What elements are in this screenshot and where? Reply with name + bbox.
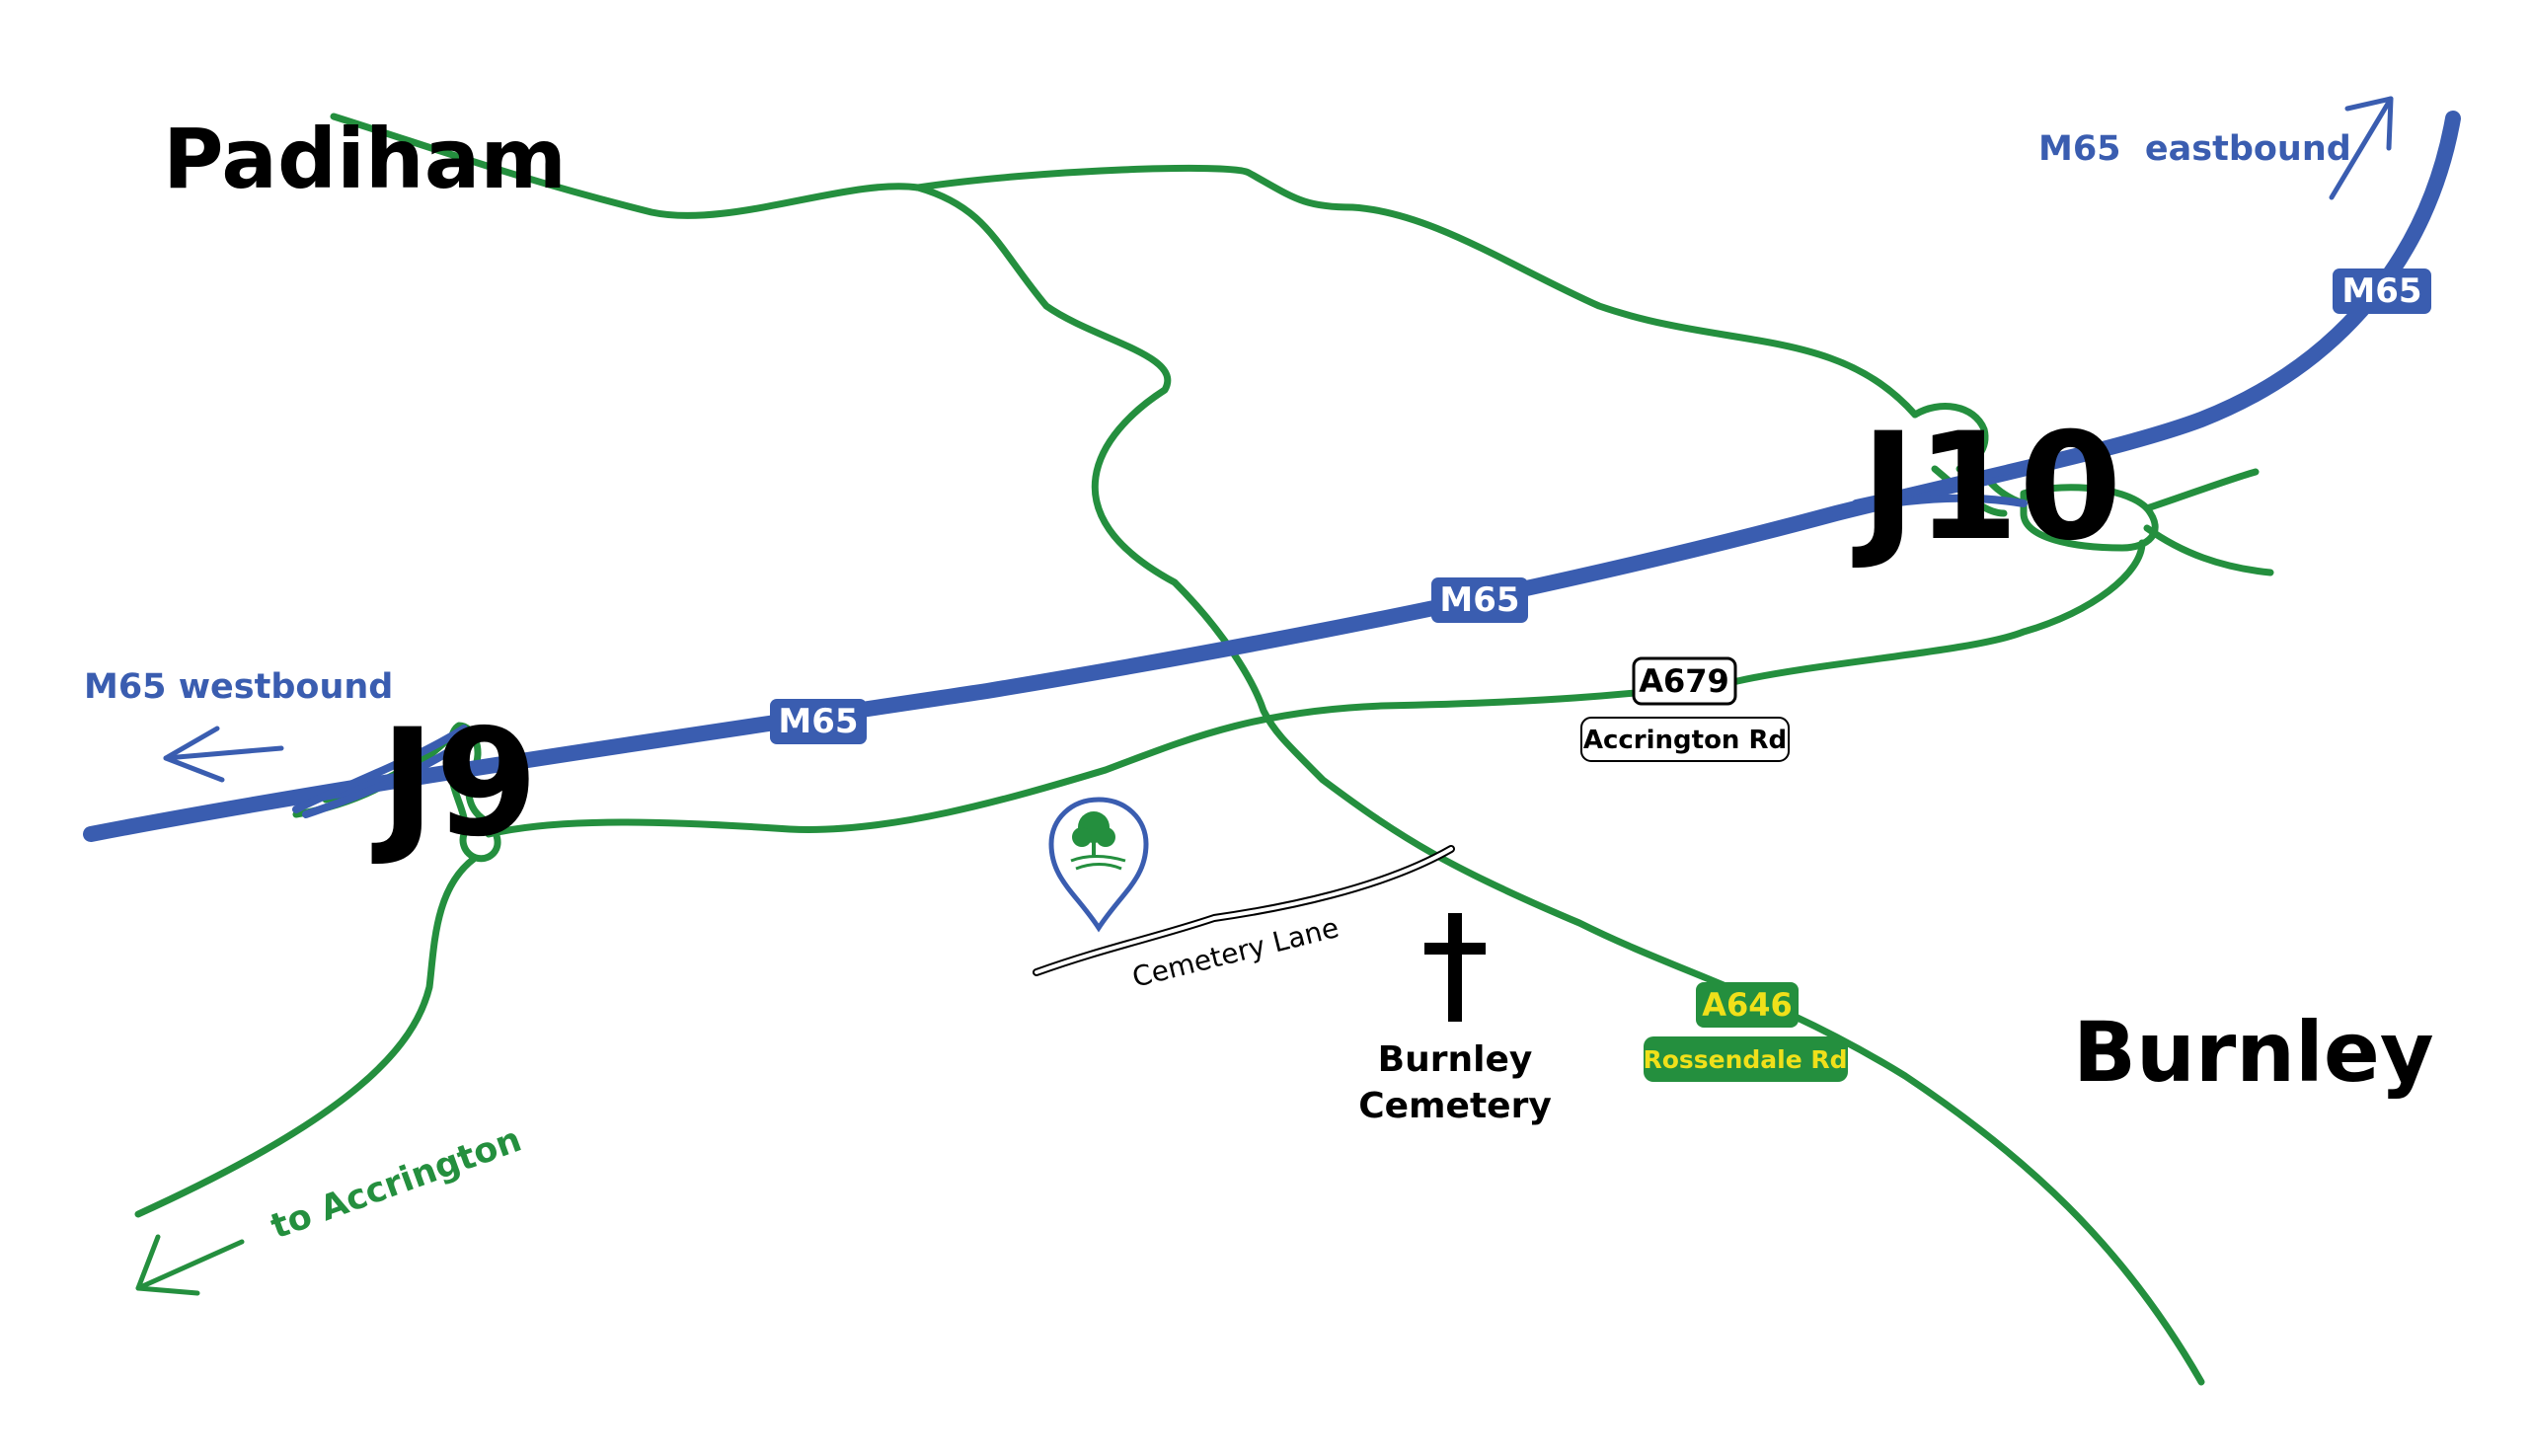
- cemetery-lane-label: Cemetery Lane: [1129, 911, 1342, 994]
- place-padiham: Padiham: [163, 111, 567, 207]
- cemetery-label-line2: Cemetery: [1358, 1086, 1552, 1126]
- label-m65-westbound: M65 westbound: [84, 667, 393, 707]
- location-pin-tree-icon: [1048, 797, 1149, 933]
- j10-loop-south: [2020, 484, 2159, 552]
- m65-shield-central: M65: [1431, 577, 1528, 623]
- arrow-eastbound-icon: [2329, 96, 2394, 200]
- m65-main: [83, 111, 2461, 842]
- svg-text:A679: A679: [1639, 662, 1729, 700]
- m65-shield-west: M65: [770, 699, 867, 744]
- road-a646: [914, 184, 2205, 1386]
- j10-east-lower: [2143, 524, 2274, 576]
- cemetery-lane-inner: [1035, 847, 1453, 974]
- m65-shield-east: M65: [2333, 268, 2431, 314]
- svg-text:A646: A646: [1702, 986, 1793, 1024]
- svg-text:M65: M65: [778, 702, 858, 741]
- m65-j10-slips: [1832, 460, 2047, 517]
- label-m65-eastbound: M65 eastbound: [2038, 129, 2351, 169]
- j10-east-upper: [2143, 468, 2260, 512]
- svg-text:M65: M65: [2341, 271, 2421, 311]
- road-to-accrington: [134, 855, 478, 1218]
- svg-text:M65: M65: [1439, 580, 1519, 620]
- m65-j9-slips: [292, 725, 468, 818]
- road-padiham-west: [330, 113, 922, 219]
- svg-text:Accrington Rd: Accrington Rd: [1583, 726, 1787, 755]
- arrow-accrington-icon: [135, 1234, 245, 1296]
- a646-shield: A646 Rossendale Rd: [1643, 982, 1848, 1082]
- junction-j9: J9: [371, 698, 538, 870]
- road-a679: [485, 539, 2146, 838]
- a679-shield: A679 Accrington Rd: [1580, 656, 1790, 762]
- place-burnley: Burnley: [2073, 1004, 2434, 1101]
- svg-text:Rossendale Rd: Rossendale Rd: [1643, 1045, 1847, 1074]
- arrow-westbound-icon: [163, 726, 284, 783]
- cross-icon: [1424, 913, 1486, 1022]
- road-padiham-to-j10: [914, 164, 1919, 419]
- cemetery-label-line1: Burnley: [1378, 1039, 1533, 1080]
- label-to-accrington: to Accrington: [266, 1120, 526, 1248]
- junction-j10: J10: [1852, 402, 2122, 574]
